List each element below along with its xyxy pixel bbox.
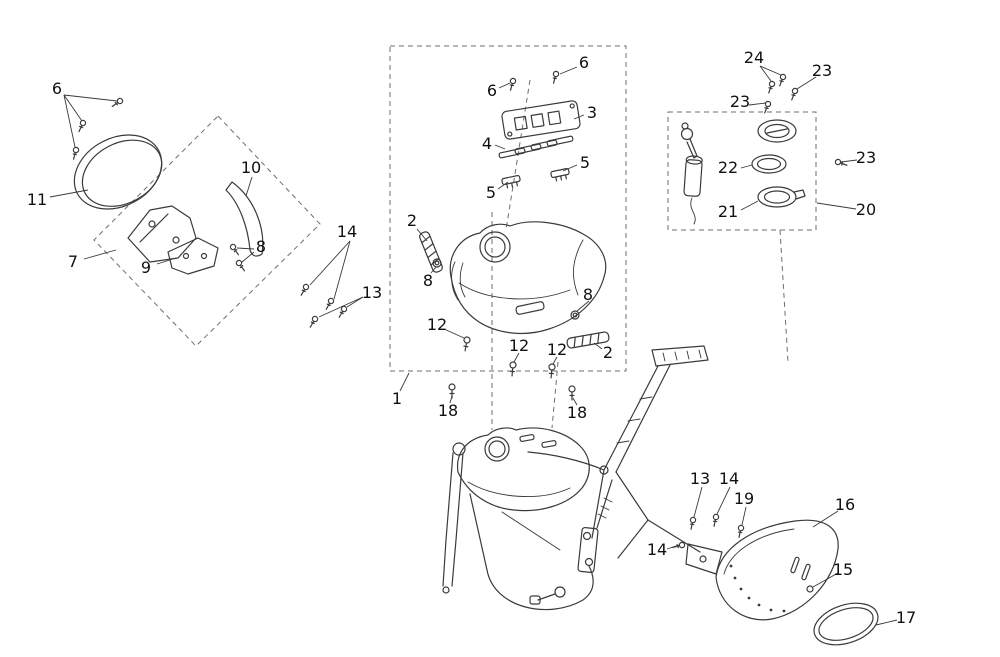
callout-23: 23 [855,148,877,167]
callout-12: 12 [546,340,568,359]
trim-strip-art [419,231,443,273]
callout-22: 22 [717,158,739,177]
top-plate-art [501,100,581,140]
cover-grommet-art [806,585,814,593]
oval-cover-art [73,134,163,210]
callout-8: 8 [255,237,267,256]
callout-14: 14 [718,469,740,488]
gasket-strips-art [498,135,574,159]
callout-17: 17 [895,608,917,627]
callout-21: 21 [717,202,739,221]
callout-4: 4 [481,134,493,153]
frame-art [442,345,723,611]
fuel-tank-art [449,221,607,335]
oval-trim-ring-art [813,602,879,646]
callout-6: 6 [486,81,498,100]
callout-14: 14 [336,222,358,241]
callout-16: 16 [834,495,856,514]
callout-10: 10 [240,158,262,177]
callout-9: 9 [140,258,152,277]
frame-tank-art [457,427,590,512]
lower-bracket-art [167,237,219,275]
construction-lines [93,45,817,430]
callout-5: 5 [485,183,497,202]
callout-7: 7 [67,252,79,271]
key-art [680,122,698,159]
callout-2: 2 [602,343,614,362]
callout-20: 20 [855,200,877,219]
left-cover-assembly-art [73,134,264,275]
callout-12: 12 [508,336,530,355]
callout-1: 1 [391,389,403,408]
callout-13: 13 [361,283,383,302]
grommet-art [570,310,580,320]
clip-art [501,174,521,189]
callout-23: 23 [811,61,833,80]
trim-strip-art [566,331,610,349]
grommet-art [432,258,442,268]
cap-gasket-art [757,186,806,208]
callout-8: 8 [422,271,434,290]
lock-barrel-art [683,155,703,225]
curved-stay-art [225,181,264,257]
mount-bracket-art [127,205,197,263]
callout-24: 24 [743,48,765,67]
tank-assembly-art [419,100,610,349]
callout-5: 5 [579,153,591,172]
clip-art [550,167,570,182]
grommet-art [572,312,578,318]
callout-6: 6 [578,53,590,72]
callout-13: 13 [689,469,711,488]
callout-18: 18 [566,403,588,422]
callout-14: 14 [646,540,668,559]
leader-lines [49,65,898,626]
callout-23: 23 [729,92,751,111]
callout-19: 19 [733,489,755,508]
callout-8: 8 [582,285,594,304]
callout-3: 3 [586,103,598,122]
callout-18: 18 [437,401,459,420]
callout-6: 6 [51,79,63,98]
lock-set-art [680,119,806,225]
callout-12: 12 [426,315,448,334]
callout-11: 11 [26,190,48,209]
grommet-art [434,260,440,266]
callout-2: 2 [406,211,418,230]
callout-15: 15 [832,560,854,579]
side-cover-art [715,519,879,646]
cap-ring-art [751,154,787,174]
fuel-cap-art [757,119,797,143]
